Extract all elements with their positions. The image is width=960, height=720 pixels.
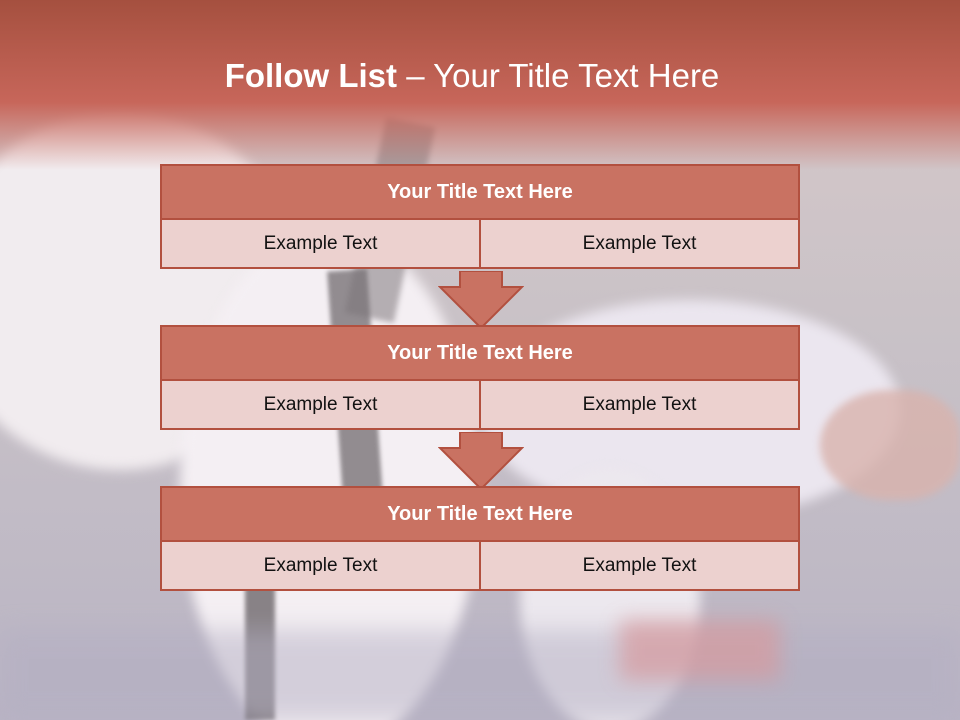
down-arrow-icon [438,432,524,490]
block-row: Example Text Example Text [160,220,800,269]
block-cell-right: Example Text [481,542,800,591]
slide-title-bold: Follow List [224,57,398,94]
slide-title: Follow List – Your Title Text Here [0,56,944,96]
slide-title-rest: – Your Title Text Here [397,57,720,94]
block-cell-right: Example Text [481,381,800,430]
block-row: Example Text Example Text [160,542,800,591]
block-row: Example Text Example Text [160,381,800,430]
list-block-2: Your Title Text Here Example Text Exampl… [160,325,800,430]
down-arrow-icon [438,271,524,329]
block-title: Your Title Text Here [160,325,800,381]
block-cell-left: Example Text [160,220,481,269]
block-cell-left: Example Text [160,542,481,591]
block-cell-right: Example Text [481,220,800,269]
list-block-3: Your Title Text Here Example Text Exampl… [160,486,800,591]
block-title: Your Title Text Here [160,486,800,542]
list-block-1: Your Title Text Here Example Text Exampl… [160,164,800,269]
block-title: Your Title Text Here [160,164,800,220]
block-cell-left: Example Text [160,381,481,430]
title-banner [0,0,960,170]
